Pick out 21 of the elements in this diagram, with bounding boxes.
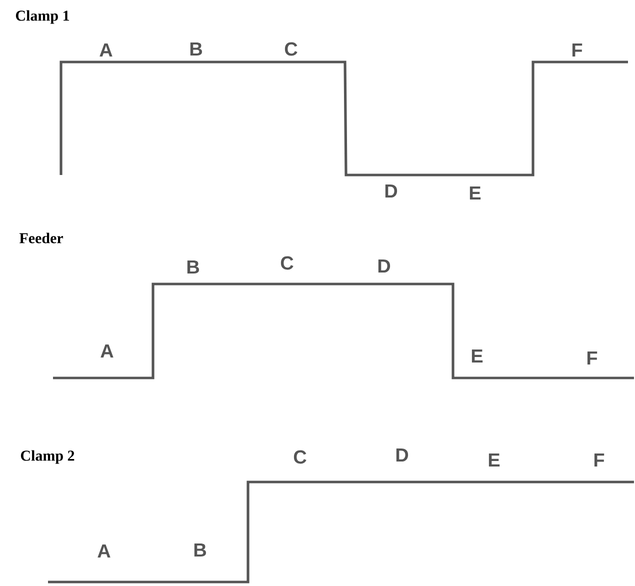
step-label: B [190, 42, 202, 56]
step-label: D [396, 448, 408, 462]
step-label: E [472, 349, 483, 363]
step-label: D [378, 259, 390, 273]
step-label: F [594, 453, 604, 467]
step-label: F [572, 43, 582, 57]
step-label: E [470, 186, 481, 200]
step-label: B [187, 260, 199, 274]
step-label: B [194, 543, 206, 557]
step-label: E [488, 453, 500, 467]
step-label: F [587, 351, 598, 365]
step-label: C [280, 256, 294, 270]
signal-name: Clamp 2 [20, 450, 74, 464]
signal-name: Clamp 1 [16, 10, 70, 24]
signal-name: Feeder [19, 232, 64, 244]
step-label: A [100, 344, 114, 358]
step-label: D [385, 184, 398, 198]
step-label: A [100, 43, 112, 57]
step-label: A [98, 544, 110, 558]
step-label: C [284, 42, 298, 56]
step-label: C [294, 450, 306, 464]
